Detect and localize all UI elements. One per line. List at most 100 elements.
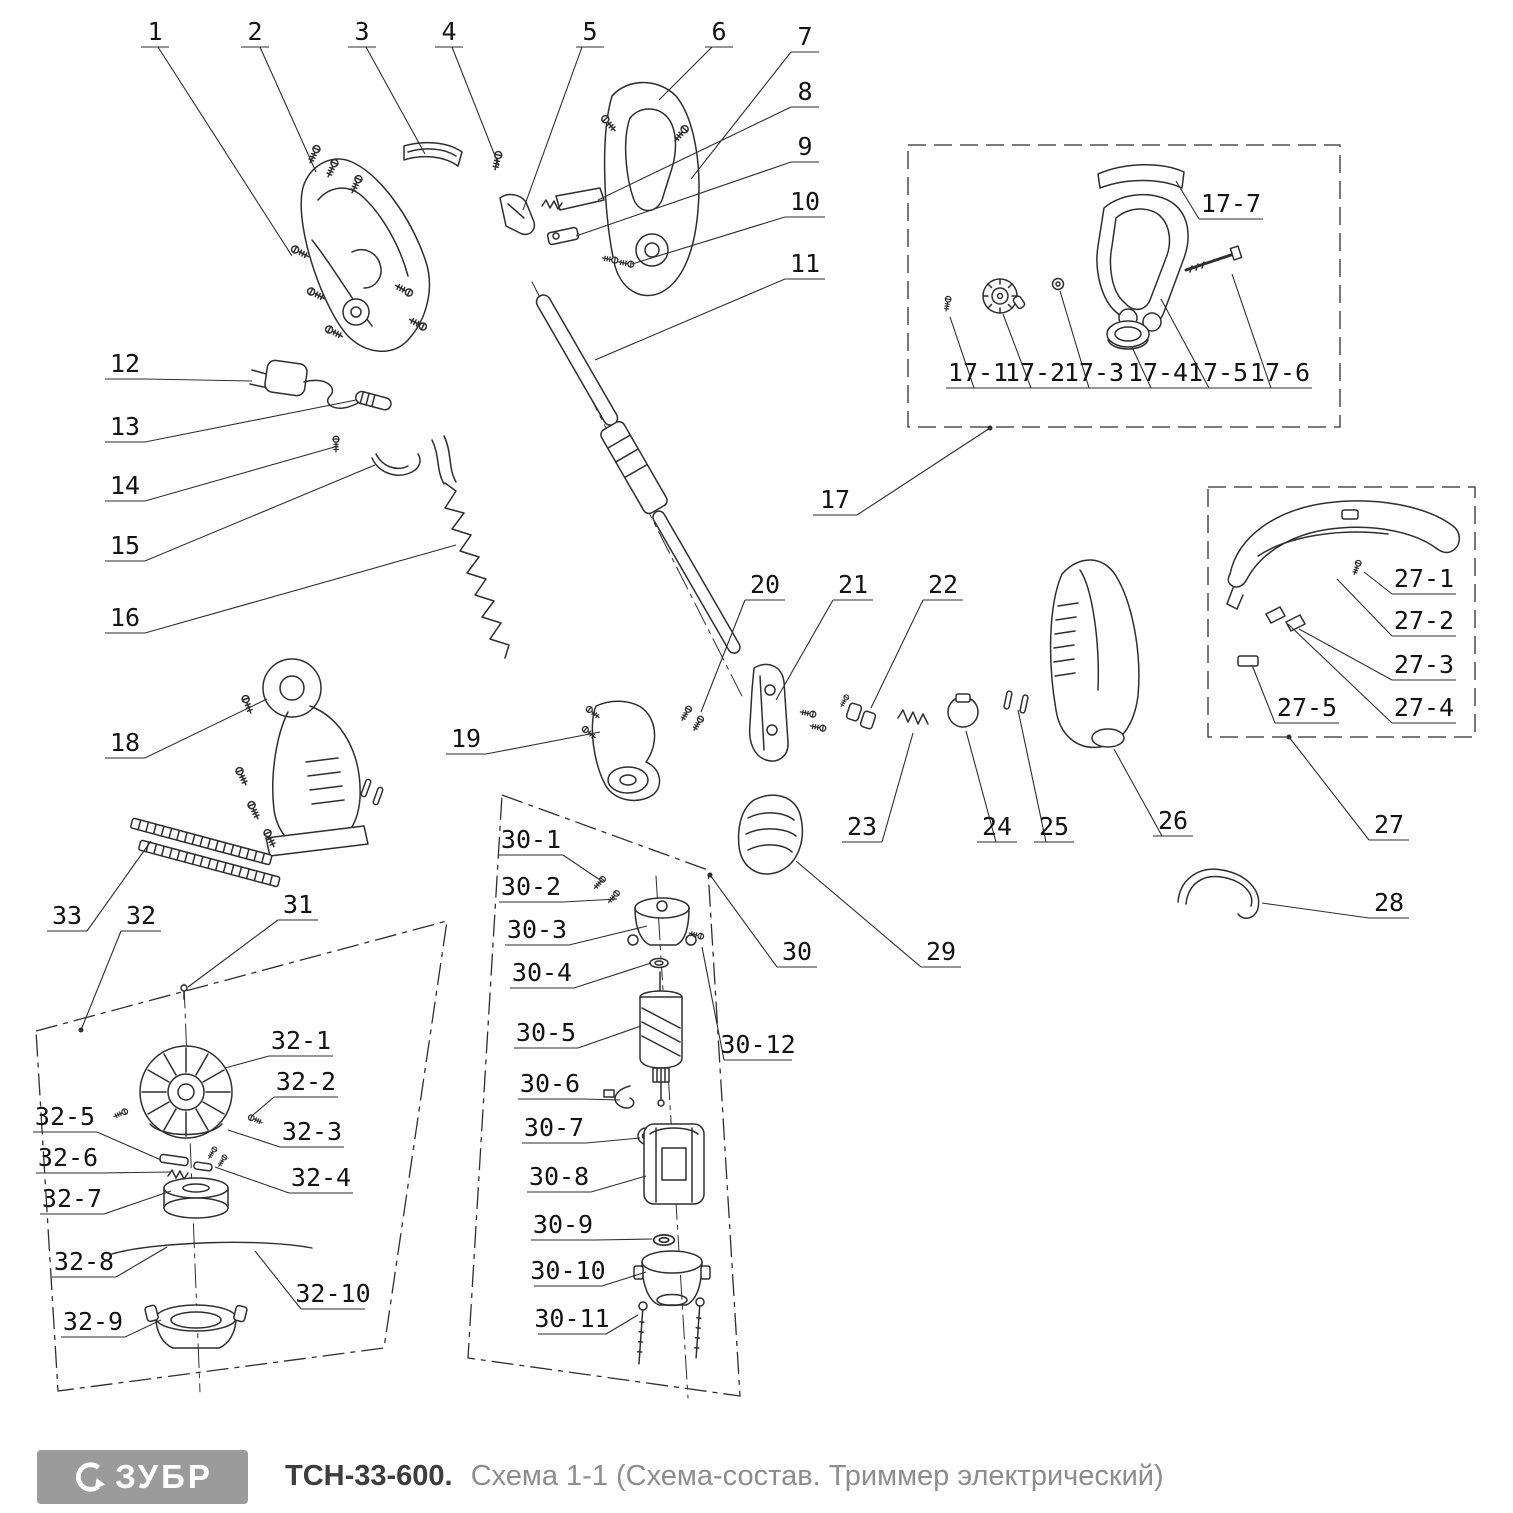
power-cord-drawing <box>249 359 457 485</box>
part-label-32-7: 32-7 <box>42 1184 102 1213</box>
part-label-21: 21 <box>838 570 868 599</box>
guard-piece-drawing <box>580 700 706 802</box>
part-label-30-7: 30-7 <box>524 1113 584 1142</box>
part-label-2: 2 <box>247 17 262 46</box>
part-label-25: 25 <box>1039 812 1069 841</box>
part-label-17-5: 17-5 <box>1188 358 1248 387</box>
part-label-5: 5 <box>582 17 597 46</box>
part-label-17-7: 17-7 <box>1201 189 1261 218</box>
part-label-27-1: 27-1 <box>1394 564 1454 593</box>
guard-assembly-parts <box>1226 500 1460 667</box>
motor-head-housing-drawing <box>234 658 385 857</box>
part-label-9: 9 <box>797 132 812 161</box>
part-label-10: 10 <box>790 187 820 216</box>
part-label-32-1: 32-1 <box>271 1026 331 1055</box>
part-label-32-6: 32-6 <box>38 1143 98 1172</box>
part-label-7: 7 <box>797 22 812 51</box>
part-label-32-9: 32-9 <box>63 1307 123 1336</box>
handle-housing-left-drawing <box>289 143 431 353</box>
part-label-29: 29 <box>926 937 956 966</box>
part-label-16: 16 <box>110 603 140 632</box>
part-label-22: 22 <box>928 570 958 599</box>
part-label-32-2: 32-2 <box>276 1067 336 1096</box>
part-label-24: 24 <box>982 812 1012 841</box>
part-label-17-4: 17-4 <box>1128 358 1188 387</box>
part-label-17-2: 17-2 <box>1005 358 1065 387</box>
assembly-box-30 <box>467 794 741 1397</box>
part-label-30-2: 30-2 <box>501 872 561 901</box>
part-label-32-3: 32-3 <box>282 1117 342 1146</box>
leader-lines <box>33 46 1456 1338</box>
part-label-8: 8 <box>797 77 812 106</box>
spool-assembly-parts <box>111 983 313 1393</box>
drawing-caption: ТСН-33-600. Схема 1-1 (Схема-состав. Три… <box>285 1460 1164 1493</box>
latch-parts-drawing <box>490 150 536 236</box>
part-label-14: 14 <box>110 471 140 500</box>
part-label-3: 3 <box>354 17 369 46</box>
scheme-title: Схема 1-1 (Схема-состав. Триммер электри… <box>470 1460 1164 1492</box>
assembly-box-17 <box>907 144 1341 428</box>
part-label-30-5: 30-5 <box>516 1018 576 1047</box>
part-label-33: 33 <box>52 901 82 930</box>
switch-parts-drawing <box>541 187 635 269</box>
part-label-17: 17 <box>820 485 850 514</box>
part-label-27-2: 27-2 <box>1394 606 1454 635</box>
shaft-tube-drawing <box>531 281 745 701</box>
bracket-drawing <box>748 663 827 762</box>
part-label-30-10: 30-10 <box>530 1256 605 1285</box>
part-label-27-3: 27-3 <box>1394 650 1454 679</box>
part-label-20: 20 <box>750 570 780 599</box>
part-label-27: 27 <box>1374 810 1404 839</box>
part-label-26: 26 <box>1158 806 1188 835</box>
small-fasteners-drawing <box>838 689 1030 730</box>
part-label-17-6: 17-6 <box>1250 358 1310 387</box>
part-label-6: 6 <box>711 17 726 46</box>
part-label-30-11: 30-11 <box>534 1304 609 1333</box>
part-label-30-9: 30-9 <box>533 1210 593 1239</box>
part-label-4: 4 <box>441 17 456 46</box>
assembly-box-32 <box>35 920 448 1392</box>
part-label-31: 31 <box>283 890 313 919</box>
part-label-23: 23 <box>847 812 877 841</box>
part-label-30-12: 30-12 <box>720 1030 795 1059</box>
part-labels: 1 2 3 4 5 6 7 8 9 10 11 12 13 14 15 16 1… <box>35 17 1454 1336</box>
part-label-32-4: 32-4 <box>291 1163 351 1192</box>
part-label-27-4: 27-4 <box>1394 693 1454 722</box>
toothed-strips-drawing <box>130 817 281 888</box>
part-label-27-5: 27-5 <box>1277 693 1337 722</box>
part-label-32-8: 32-8 <box>54 1247 114 1276</box>
part-label-30-8: 30-8 <box>529 1162 589 1191</box>
part-label-30-3: 30-3 <box>507 915 567 944</box>
handle-assembly-parts <box>942 164 1243 350</box>
motor-assembly-parts <box>591 874 711 1399</box>
part-label-17-3: 17-3 <box>1064 358 1124 387</box>
handle-housing-right-drawing <box>599 81 700 297</box>
part-label-12: 12 <box>110 349 140 378</box>
part-label-1: 1 <box>147 17 162 46</box>
part-label-30-6: 30-6 <box>520 1069 580 1098</box>
model-number: ТСН-33-600. <box>285 1460 453 1492</box>
spring-drawing <box>444 482 510 659</box>
part-label-30-1: 30-1 <box>501 825 561 854</box>
vent-grille-drawing <box>737 794 804 875</box>
brand-arrow-icon <box>76 1462 106 1492</box>
housing-right-drawing <box>1049 559 1140 749</box>
part-label-30: 30 <box>782 937 812 966</box>
part-label-11: 11 <box>790 249 820 278</box>
part-label-18: 18 <box>110 728 140 757</box>
brand-name: ЗУБР <box>115 1458 213 1495</box>
part-label-17-1: 17-1 <box>948 358 1008 387</box>
wire-guard-drawing <box>1177 868 1260 919</box>
footer: ЗУБР ТСН-33-600. Схема 1-1 (Схема-состав… <box>0 1448 1513 1513</box>
brand-logo: ЗУБР <box>37 1450 248 1504</box>
part-label-19: 19 <box>451 724 481 753</box>
part-label-30-4: 30-4 <box>512 958 572 987</box>
cover-strip-drawing <box>403 141 463 167</box>
part-label-32-10: 32-10 <box>295 1279 370 1308</box>
part-label-32: 32 <box>126 901 156 930</box>
part-label-15: 15 <box>110 531 140 560</box>
part-label-28: 28 <box>1374 888 1404 917</box>
assembly-box-27 <box>1207 486 1476 738</box>
